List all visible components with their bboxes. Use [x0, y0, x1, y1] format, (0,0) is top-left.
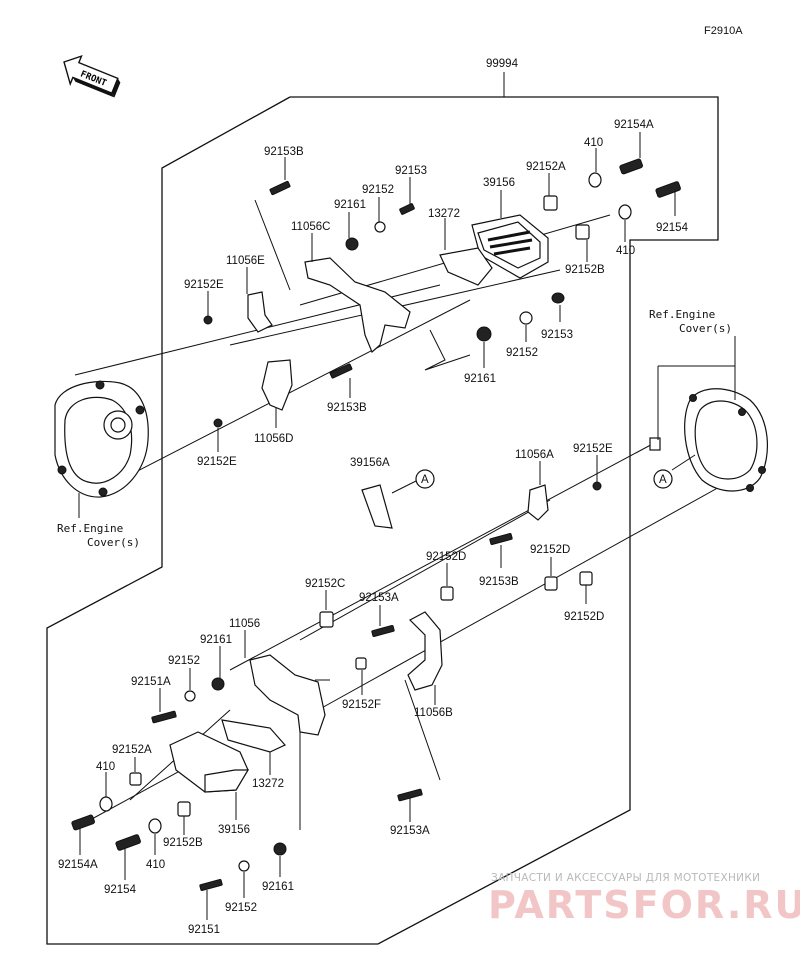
label-lower-5: 92151A [131, 676, 171, 688]
slider-insert-39156a [361, 484, 393, 529]
label-middle-1: 11056A [515, 449, 554, 461]
label-lower-2: 11056 [229, 618, 260, 630]
label-lower-14: 92154 [104, 884, 137, 896]
watermark-brand: PARTSFOR.RU [488, 883, 800, 927]
label-upper-19: 11056D [254, 433, 293, 445]
label-lower-13: 92152B [163, 837, 203, 849]
label-middle-3: 92152D [426, 551, 466, 563]
ref-right-line1: Ref.Engine [649, 308, 715, 321]
label-upper-16: 92152 [506, 347, 538, 359]
bracket-11056b [407, 611, 443, 691]
labels-lower: 92152C 92153A 11056 92161 92152 92151A 9… [58, 578, 453, 936]
label-upper-15: 92153 [541, 329, 573, 341]
label-upper-17: 92161 [464, 373, 496, 385]
ref-right-line2: Cover(s) [679, 322, 732, 335]
ref-left-line1: Ref.Engine [57, 522, 123, 535]
bracket-upper [304, 257, 411, 354]
label-upper-0: 92153B [264, 146, 304, 158]
label-lower-16: 92153A [390, 825, 430, 837]
label-lower-18: 92152 [225, 902, 257, 914]
labels-middle: 39156A 11056A 92152E 92152D 92153B 92152… [350, 443, 613, 623]
label-lower-17: 92161 [262, 881, 294, 893]
callout-a-left [415, 469, 435, 489]
watermark-tagline: ЗАПЧАСТИ И АКСЕССУАРЫ ДЛЯ МОТОТЕХНИКИ [491, 872, 760, 884]
bracket-lower [249, 654, 326, 736]
callout-a-left-label: A [421, 474, 429, 486]
label-upper-11: 410 [616, 245, 635, 257]
label-upper-6: 39156 [483, 177, 515, 189]
label-upper-9: 92154A [614, 119, 654, 131]
plate-lower [221, 719, 286, 753]
label-upper-14: 92152E [184, 279, 224, 291]
label-middle-4: 92153B [479, 576, 519, 588]
label-upper-12: 92152B [565, 264, 605, 276]
label-middle-2: 92152E [573, 443, 613, 455]
label-lower-7: 11056B [414, 707, 453, 719]
label-upper-2: 92152 [362, 184, 394, 196]
engine-cover-right [649, 388, 769, 492]
label-lower-1: 92153A [359, 592, 399, 604]
bracket-11056d [261, 359, 293, 411]
label-upper-20: 92152E [197, 456, 237, 468]
front-arrow-icon: FRONT [63, 54, 121, 98]
label-upper-10: 92154 [656, 222, 689, 234]
watermark: ЗАПЧАСТИ И АКСЕССУАРЫ ДЛЯ МОТОТЕХНИКИ PA… [488, 872, 800, 927]
callout-a-right-label: A [659, 474, 667, 486]
label-lower-12: 39156 [218, 824, 250, 836]
label-lower-6: 92152F [342, 699, 381, 711]
assembly-frame [46, 96, 719, 945]
label-lower-10: 13272 [252, 778, 284, 790]
label-upper-18: 92153B [327, 402, 367, 414]
label-lower-15: 410 [146, 859, 165, 871]
label-lower-11: 92154A [58, 859, 98, 871]
ref-left-line2: Cover(s) [87, 536, 140, 549]
label-lower-4: 92152 [168, 655, 200, 667]
lower-hardware [71, 481, 602, 892]
label-lower-8: 92152A [112, 744, 152, 756]
diagram-code: F2910A [704, 25, 743, 37]
label-upper-1: 92153 [395, 165, 427, 177]
label-upper-5: 13272 [428, 208, 460, 220]
label-upper-7: 92152A [526, 161, 566, 173]
engine-cover-left [54, 380, 149, 498]
bracket-11056e [247, 291, 273, 333]
label-upper-3: 92161 [334, 199, 366, 211]
assembly-number: 99994 [486, 58, 519, 70]
label-lower-9: 410 [96, 761, 115, 773]
label-lower-3: 92161 [200, 634, 232, 646]
labels-upper: 92153B 92153 92152 92161 11056C 13272 39… [184, 119, 689, 468]
frame-slider-upper [471, 214, 549, 279]
plate-upper [439, 247, 493, 286]
label-middle-5: 92152D [530, 544, 570, 556]
label-upper-4: 11056C [291, 221, 330, 233]
frame-slider-lower [169, 731, 250, 793]
upper-hardware [203, 158, 681, 428]
label-middle-6: 92152D [564, 611, 604, 623]
leader-lines [78, 132, 736, 920]
label-lower-0: 92152C [305, 578, 345, 590]
label-middle-0: 39156A [350, 457, 390, 469]
label-lower-19: 92151 [188, 924, 220, 936]
label-upper-13: 11056E [226, 255, 265, 267]
label-upper-8: 410 [584, 137, 603, 149]
bracket-11056a [527, 484, 549, 521]
callout-a-right [653, 469, 673, 489]
